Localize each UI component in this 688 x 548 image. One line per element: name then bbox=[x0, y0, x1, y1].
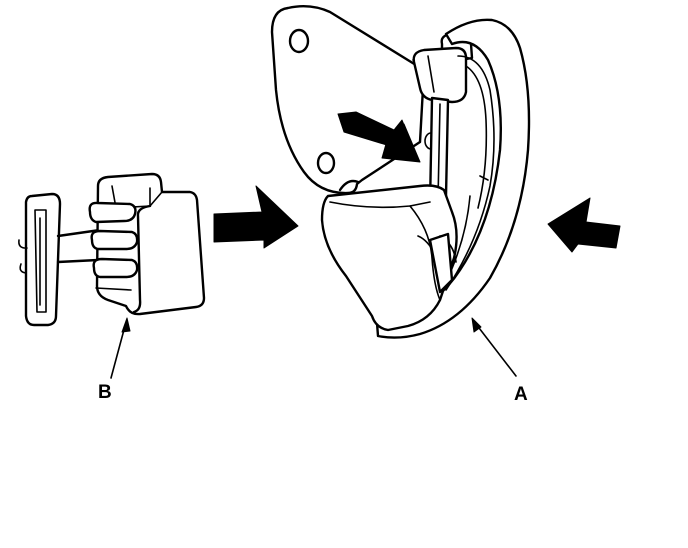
callout-label-a: A bbox=[514, 384, 528, 405]
part-b-clip bbox=[18, 172, 206, 327]
arrow-right-left bbox=[213, 185, 299, 249]
mounting-hole-top bbox=[288, 28, 310, 54]
callout-label-b: B bbox=[98, 382, 112, 403]
mounting-hole-bottom bbox=[316, 151, 336, 175]
leader-lines bbox=[110, 317, 517, 379]
part-a-tensioner bbox=[270, 5, 531, 339]
leader-line-b bbox=[110, 325, 126, 379]
direction-arrows bbox=[213, 111, 621, 253]
arrow-right-side bbox=[547, 197, 621, 253]
leader-line-a bbox=[475, 323, 517, 377]
